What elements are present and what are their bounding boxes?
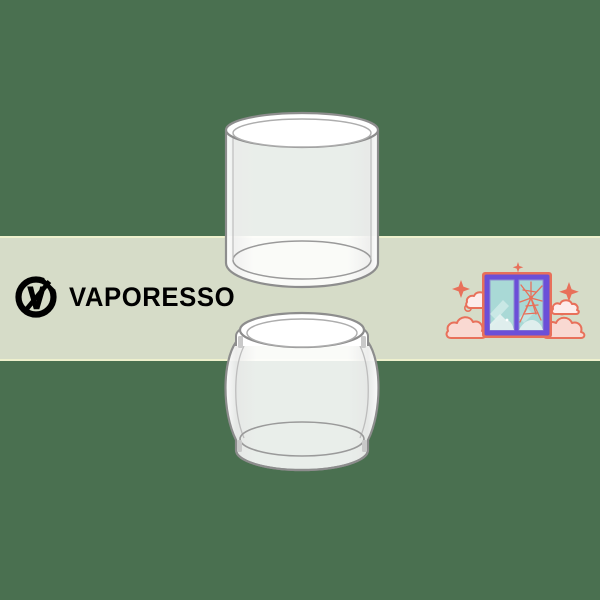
bubble-glass-tube-icon xyxy=(206,300,398,490)
pane-left-reflection xyxy=(490,300,514,330)
crack-lines xyxy=(519,281,543,323)
pane-right-reflection xyxy=(519,309,543,330)
brand-wordmark: VAPORESSO xyxy=(69,281,236,312)
vaporesso-circle-v-icon xyxy=(14,275,58,319)
straight-glass-tube-icon xyxy=(214,108,390,303)
brand-lockup: VAPORESSO xyxy=(14,272,240,322)
broken-window-icon xyxy=(443,252,591,363)
